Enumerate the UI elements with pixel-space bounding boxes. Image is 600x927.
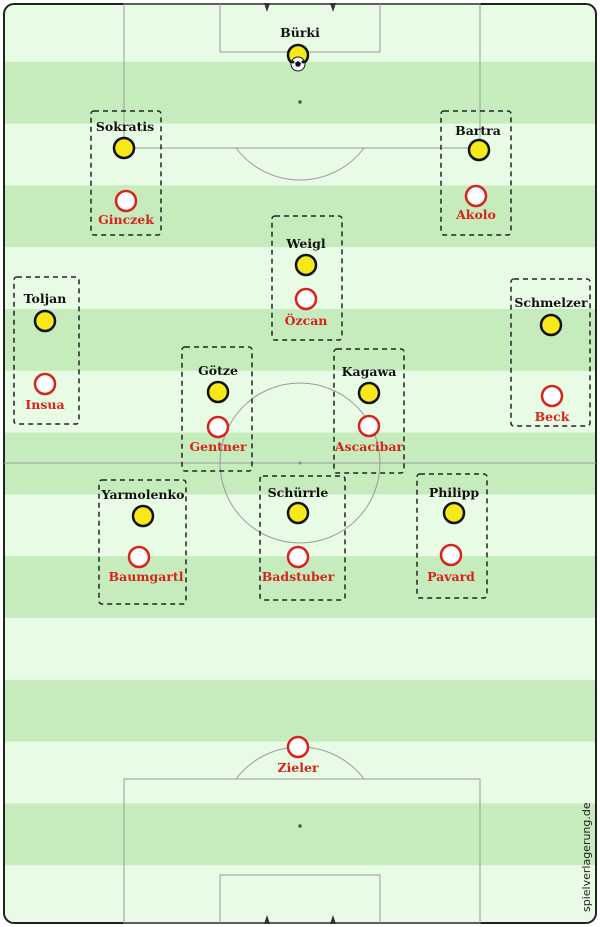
- player-marker: [540, 384, 564, 408]
- player-marker: [539, 313, 563, 337]
- pitch-markings: [3, 3, 597, 924]
- player-label: Schürrle: [268, 485, 329, 500]
- player-label: Philipp: [429, 485, 479, 500]
- player-label: Toljan: [24, 291, 67, 306]
- grass-stripe: [3, 61, 597, 125]
- player-zieler: Zieler: [277, 735, 319, 775]
- grass-stripe: [3, 370, 597, 434]
- player-label: Sokratis: [96, 119, 154, 134]
- home-team: Bürki Sokratis Bartra Weigl Toljan Schme…: [24, 25, 588, 528]
- top-penalty-spot: [298, 100, 302, 104]
- player-beck: Beck: [535, 384, 570, 424]
- player-bartra: Bartra: [455, 123, 501, 162]
- player-marker: [206, 380, 230, 404]
- player-label: Akolo: [455, 207, 496, 222]
- player-marker: [439, 543, 463, 567]
- player-weigl: Weigl: [285, 236, 326, 277]
- player-label: Badstuber: [262, 569, 335, 584]
- player-label: Zieler: [277, 760, 319, 775]
- player-gotze: Götze: [198, 363, 238, 404]
- player-marker: [114, 189, 138, 213]
- player-marker: [467, 138, 491, 162]
- player-marker: [357, 381, 381, 405]
- player-schmelzer: Schmelzer: [514, 295, 588, 337]
- grass-stripe: [3, 865, 597, 924]
- player-label: Kagawa: [342, 364, 397, 379]
- pair-box-toljan-insua: [13, 276, 80, 425]
- grass-stripe: [3, 309, 597, 372]
- player-label: Bürki: [280, 25, 320, 40]
- player-marker: [464, 184, 488, 208]
- grass-stripe: [3, 679, 597, 743]
- player-akolo: Akolo: [455, 184, 496, 222]
- pair-box-kagawa-ascacibar: [333, 348, 405, 474]
- player-marker: [286, 545, 310, 569]
- player-label: Ginczek: [98, 212, 154, 227]
- player-toljan: Toljan: [24, 291, 67, 333]
- player-sokratis: Sokratis: [96, 119, 154, 160]
- player-marker: [294, 287, 318, 311]
- player-marker: [357, 414, 381, 438]
- player-marker: [442, 501, 466, 525]
- player-kagawa: Kagawa: [342, 364, 397, 405]
- player-ozcan: Özcan: [285, 287, 328, 328]
- away-team: Ginczek Akolo Özcan Insua Beck Gentner A…: [25, 184, 570, 775]
- pair-box-schurrle-badstuber: [259, 475, 346, 601]
- player-marker: [294, 253, 318, 277]
- player-ascacibar: Ascacibar: [334, 414, 404, 454]
- player-marker: [33, 372, 57, 396]
- player-baumgartl: Baumgartl: [109, 545, 184, 584]
- grass-stripe: [3, 185, 597, 248]
- pair-box-yarmolenko-baumgartl: [98, 479, 187, 605]
- player-schurrle: Schürrle: [268, 485, 329, 525]
- grass-stripe: [3, 618, 597, 681]
- center-circle: [219, 382, 381, 544]
- ball: [290, 56, 306, 72]
- center-spot: [298, 461, 302, 465]
- player-label: Pavard: [427, 569, 475, 584]
- player-gentner: Gentner: [189, 415, 247, 454]
- player-label: Özcan: [285, 312, 328, 328]
- marking-boxes: [13, 110, 591, 605]
- grass-stripe: [3, 803, 597, 866]
- player-label: Baumgartl: [109, 569, 184, 584]
- bottom-penalty-spot: [298, 824, 302, 828]
- player-yarmolenko: Yarmolenko: [101, 487, 185, 528]
- player-marker: [112, 136, 136, 160]
- watermark-text: spielverlagerung.de: [580, 802, 593, 912]
- player-pavard: Pavard: [427, 543, 475, 584]
- player-marker: [286, 501, 310, 525]
- pair-box-weigl-ozcan: [271, 215, 343, 341]
- pair-box-gotze-gentner: [181, 346, 253, 472]
- player-label: Gentner: [189, 439, 247, 454]
- top-penalty-arc: [235, 147, 365, 181]
- player-label: Ascacibar: [334, 439, 404, 454]
- pair-box-sokratis-ginczek: [90, 110, 162, 236]
- player-marker: [286, 735, 310, 759]
- player-label: Götze: [198, 363, 238, 378]
- pair-box-bartra-akolo: [440, 110, 512, 236]
- player-ginczek: Ginczek: [98, 189, 154, 227]
- player-label: Weigl: [285, 236, 325, 251]
- player-insua: Insua: [25, 372, 65, 412]
- player-label: Yarmolenko: [101, 487, 185, 502]
- player-marker: [206, 415, 230, 439]
- player-marker: [127, 545, 151, 569]
- player-marker: [131, 504, 155, 528]
- goalposts: [264, 3, 336, 924]
- pair-box-schmelzer-beck: [510, 278, 591, 427]
- bottom-goal-box: [219, 874, 381, 924]
- player-marker: [33, 309, 57, 333]
- player-philipp: Philipp: [429, 485, 479, 525]
- player-badstuber: Badstuber: [262, 545, 335, 584]
- player-label: Schmelzer: [514, 295, 588, 310]
- player-label: Bartra: [455, 123, 501, 138]
- player-label: Insua: [25, 397, 64, 412]
- player-label: Beck: [535, 409, 570, 424]
- pair-box-philipp-pavard: [416, 473, 488, 599]
- grass-stripe: [3, 123, 597, 186]
